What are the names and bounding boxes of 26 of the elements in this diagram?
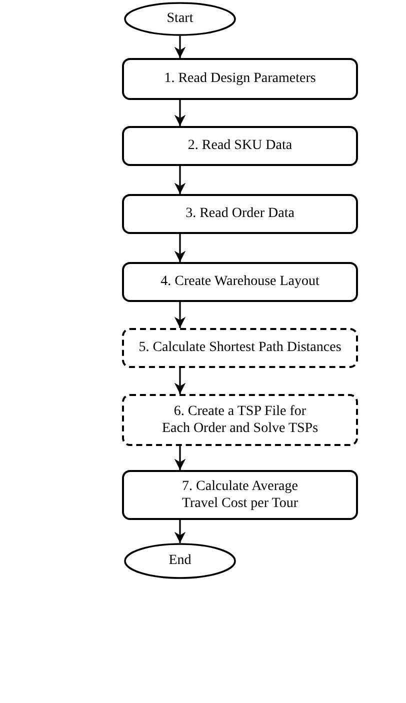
arrow (174, 100, 186, 126)
arrow (174, 36, 186, 58)
step-label: 5. Calculate Shortest Path Distances (138, 339, 342, 357)
step-label: 7. Calculate Average Travel Cost per Tour (180, 478, 300, 512)
arrow (174, 520, 186, 543)
arrow (174, 368, 186, 394)
process-box (122, 58, 358, 100)
process-box (122, 262, 358, 302)
step-label: 3. Read Order Data (186, 205, 294, 223)
terminal-ellipse (124, 2, 236, 36)
process-box (122, 126, 358, 166)
process-box (122, 194, 358, 234)
step-label: 1. Read Design Parameters (164, 70, 316, 88)
arrow (174, 234, 186, 262)
process-box (122, 394, 358, 446)
step-label: 4. Create Warehouse Layout (160, 273, 320, 291)
step-label: 2. Read SKU Data (188, 137, 292, 155)
process-box (122, 470, 358, 520)
terminal-ellipse (124, 543, 236, 579)
arrow (174, 166, 186, 194)
process-box (122, 328, 358, 368)
arrow (174, 446, 186, 470)
step-label: Start (166, 10, 194, 28)
step-label: End (168, 552, 192, 570)
arrow (174, 302, 186, 328)
step-label: 6. Create a TSP File for Each Order and Solve TSPs (161, 402, 319, 438)
